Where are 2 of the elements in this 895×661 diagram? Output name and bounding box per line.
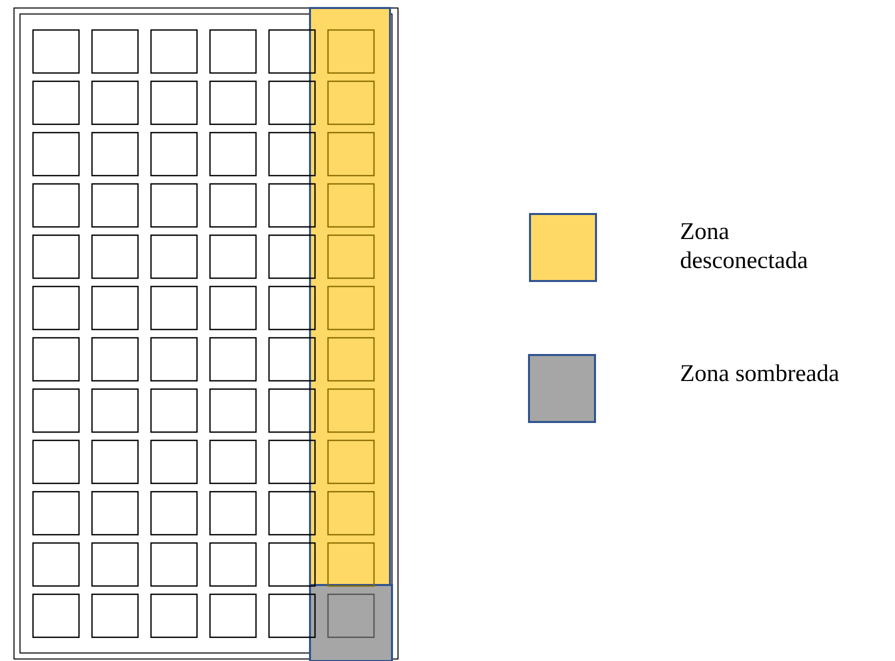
legend-label: Zona sombreada bbox=[680, 360, 840, 389]
legend-label: Zona desconectada bbox=[680, 218, 809, 276]
